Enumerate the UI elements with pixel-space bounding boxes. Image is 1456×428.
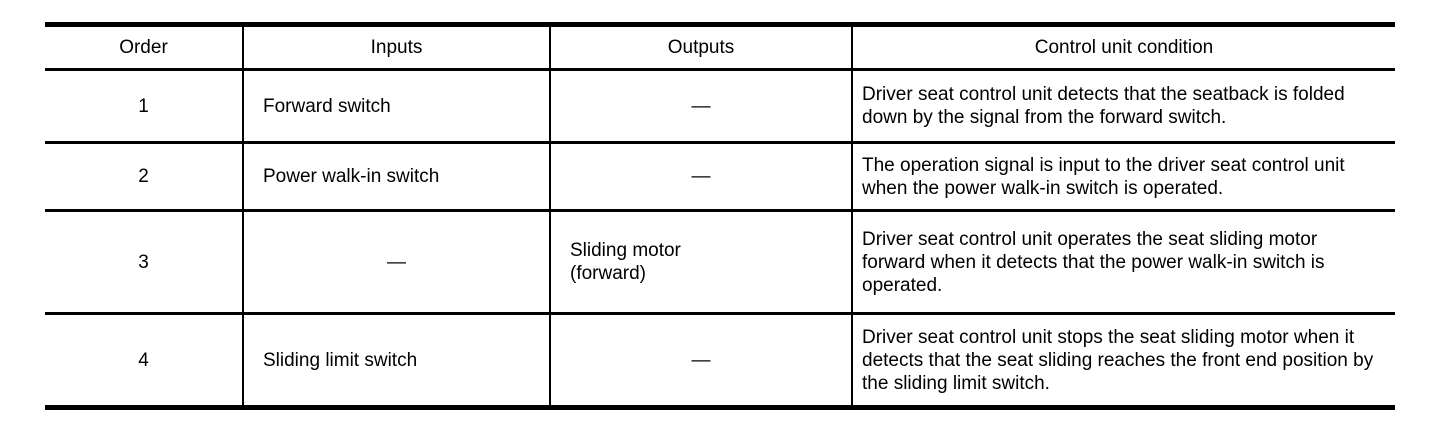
inputs-cell: Forward switch: [242, 68, 550, 143]
condition-cell: Driver seat control unit stops the seat …: [851, 312, 1395, 408]
condition-cell: Driver seat control unit operates the se…: [851, 209, 1395, 314]
outputs-cell: Sliding motor (forward): [549, 209, 852, 314]
order-cell: 1: [45, 68, 243, 143]
column-header-outputs: Outputs: [549, 24, 852, 70]
header-row: Order Inputs Outputs Control unit condit…: [45, 24, 1395, 70]
table-row: 1 Forward switch — Driver seat control u…: [45, 68, 1395, 143]
column-header-inputs: Inputs: [242, 24, 550, 70]
inputs-cell: —: [242, 209, 550, 314]
condition-cell: Driver seat control unit detects that th…: [851, 68, 1395, 143]
table-row: 2 Power walk-in switch — The operation s…: [45, 141, 1395, 211]
control-unit-condition-table: Order Inputs Outputs Control unit condit…: [45, 22, 1395, 410]
outputs-cell: —: [549, 68, 852, 143]
column-header-condition: Control unit condition: [851, 24, 1395, 70]
condition-cell: The operation signal is input to the dri…: [851, 141, 1395, 211]
column-header-order: Order: [119, 37, 168, 58]
order-cell: 3: [45, 209, 243, 314]
outputs-cell: —: [549, 141, 852, 211]
table-row: 3 — Sliding motor (forward) Driver seat …: [45, 209, 1395, 314]
order-cell: 2: [45, 141, 243, 211]
order-cell: 4: [45, 312, 243, 408]
inputs-cell: Sliding limit switch: [242, 312, 550, 408]
table-row: 4 Sliding limit switch — Driver seat con…: [45, 312, 1395, 408]
inputs-cell: Power walk-in switch: [242, 141, 550, 211]
outputs-cell: —: [549, 312, 852, 408]
